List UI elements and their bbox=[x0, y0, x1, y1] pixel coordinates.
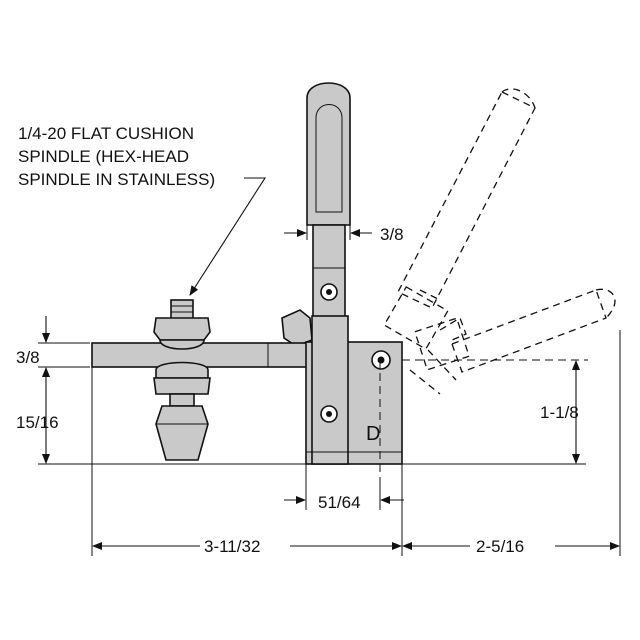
handle-reach-label: 2-5/16 bbox=[476, 537, 524, 556]
callout-text-line-2: SPINDLE (HEX-HEAD bbox=[18, 147, 189, 166]
dim-overall-reach bbox=[91, 330, 621, 556]
handle-link bbox=[312, 224, 346, 326]
callout-text-line-1: 1/4-20 FLAT CUSHION bbox=[18, 124, 194, 143]
callout-leader bbox=[189, 177, 267, 296]
bar-height-label: 3/8 bbox=[16, 348, 40, 367]
reach-label: 3-11/32 bbox=[204, 537, 260, 556]
dim-handle-width bbox=[284, 225, 372, 240]
dim-pivot-height bbox=[402, 360, 586, 465]
callout-text-line-3: SPINDLE IN STAINLESS) bbox=[18, 170, 215, 189]
spindle bbox=[153, 299, 211, 461]
base-width-label: 51/64 bbox=[318, 493, 361, 512]
open-position-handle-upper bbox=[397, 88, 536, 309]
handle-width-label: 3/8 bbox=[380, 225, 404, 244]
dim-left-heights bbox=[38, 316, 306, 465]
open-position-linkage bbox=[383, 286, 470, 395]
clamp-bar bbox=[91, 342, 319, 368]
handle bbox=[306, 82, 351, 226]
base-mark: D bbox=[366, 423, 380, 445]
hold-down-arm-bracket bbox=[281, 309, 313, 347]
bar-to-base-label: 15/16 bbox=[16, 413, 59, 432]
dim-base-width bbox=[284, 464, 404, 510]
clamp-body bbox=[305, 315, 403, 465]
open-position-handle-lower bbox=[451, 288, 616, 373]
pivot-height-label: 1-1/8 bbox=[540, 403, 579, 422]
